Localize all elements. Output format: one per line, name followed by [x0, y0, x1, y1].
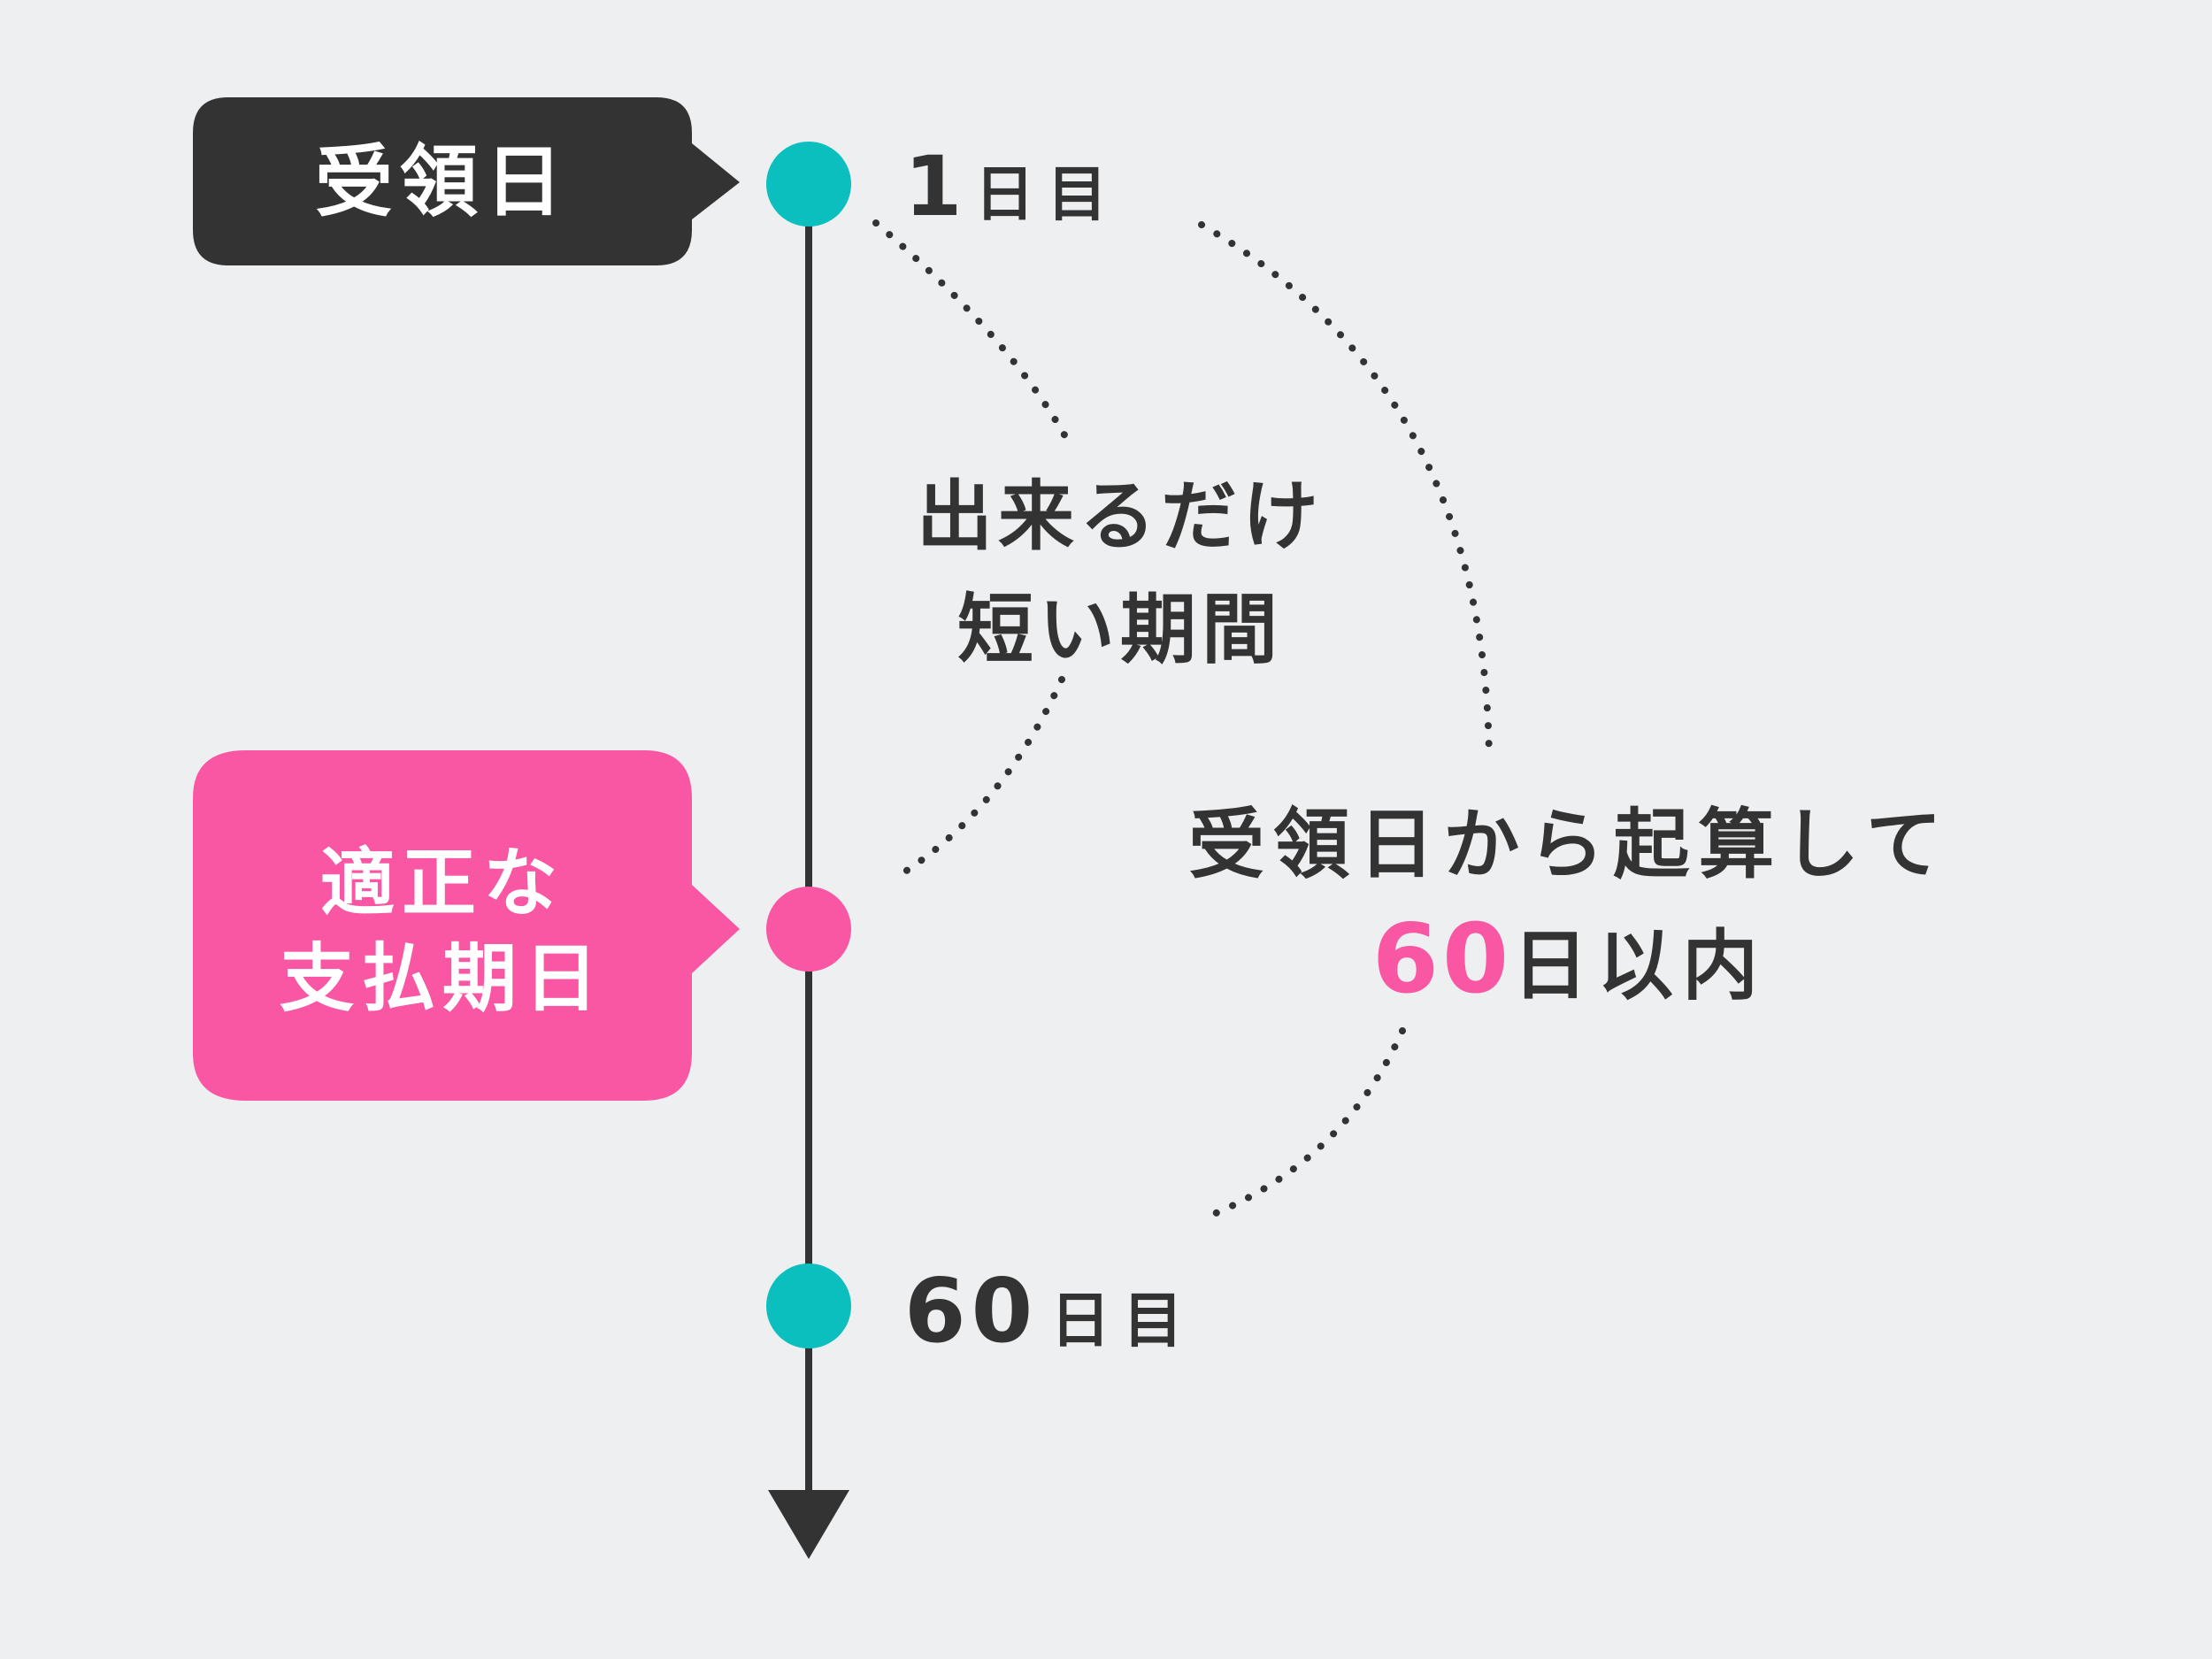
within-sixty-days-suffix: 日以内 — [1512, 922, 1768, 1010]
within-sixty-days-note: 受領日から起算して 60日以内 — [1145, 787, 1994, 1024]
proper-payment-callout — [193, 750, 740, 1101]
day60-number: 60 — [904, 1259, 1039, 1363]
sixty-day-arc-top — [1198, 221, 1493, 764]
within-sixty-days-number: 60 — [1371, 904, 1513, 1015]
proper-payment-line2: 支払期日 — [279, 935, 605, 1022]
within-sixty-days-line2: 60日以内 — [1145, 902, 1994, 1024]
shortest-period-line1: 出来るだけ — [917, 472, 1324, 561]
proper-payment-line1: 適正な — [319, 840, 565, 926]
shortest-period-note: 出来るだけ 短い期間 — [881, 460, 1359, 687]
day60-suffix: 日目 — [1050, 1286, 1196, 1356]
within-sixty-days-line1: 受領日から起算して — [1188, 801, 1951, 889]
short-period-arc-bottom — [892, 676, 1065, 881]
day60-node — [766, 1263, 851, 1348]
day1-number: 1 — [904, 139, 963, 235]
receipt-day-label: 受領日 — [314, 136, 570, 227]
sixty-day-arc-bottom — [1210, 1027, 1406, 1217]
receipt-day-callout — [193, 97, 740, 265]
proper-payment-label: 適正な 支払期日 — [193, 835, 692, 1026]
short-period-arc-top — [872, 219, 1070, 442]
timeline-arrowhead — [768, 1490, 849, 1559]
day1-suffix: 日目 — [974, 160, 1120, 230]
day1-node — [766, 142, 851, 227]
payment-date-node — [766, 887, 851, 972]
shortest-period-line2: 短い期間 — [957, 586, 1283, 674]
